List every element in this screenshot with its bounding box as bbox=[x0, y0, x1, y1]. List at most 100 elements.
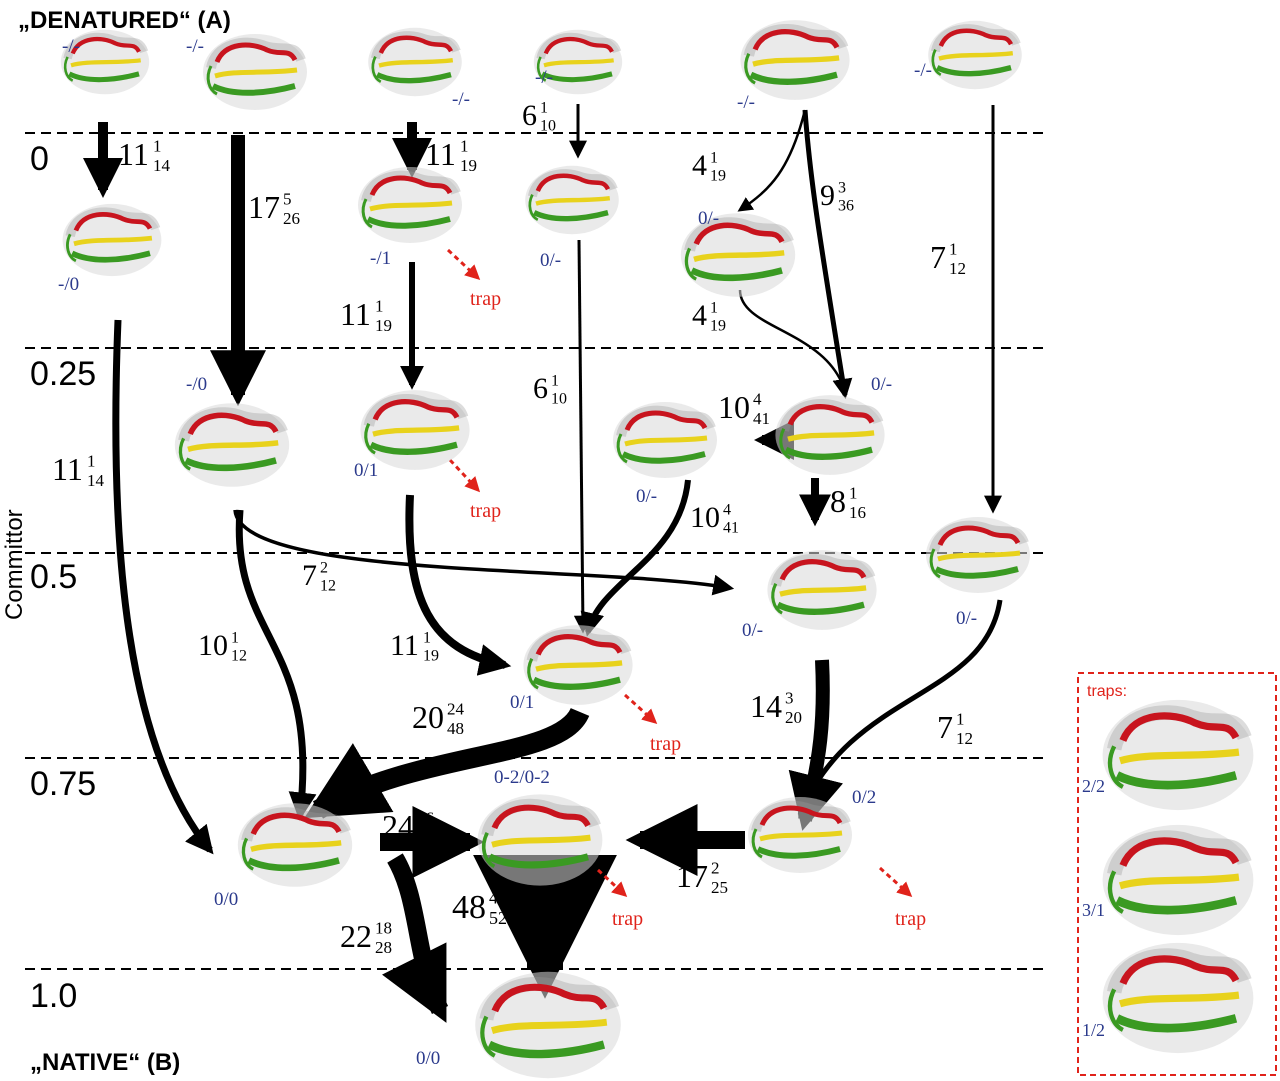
structure-label-s10: 0/- bbox=[698, 208, 719, 229]
structure-s20 bbox=[748, 797, 852, 873]
transition-sup: 24 bbox=[447, 700, 465, 719]
axis-tick-025: 0.25 bbox=[30, 355, 96, 393]
transition-sup: 2 bbox=[711, 859, 720, 878]
transition-sup: 3 bbox=[785, 689, 794, 708]
title-native: „NATIVE“ (B) bbox=[30, 1049, 180, 1076]
structure-s19 bbox=[478, 794, 603, 885]
axis-tick-05: 0.5 bbox=[30, 558, 77, 596]
transition-sup: 18 bbox=[375, 919, 392, 938]
transition-sub: 26 bbox=[283, 209, 300, 228]
structure-label-s4: -/- bbox=[535, 67, 553, 88]
trap-arrow-2 bbox=[448, 458, 481, 493]
transition-sub: 19 bbox=[423, 647, 439, 664]
arrow-s12-s17 bbox=[405, 494, 512, 676]
transition-sub: 14 bbox=[153, 156, 171, 175]
trap-label-1: trap bbox=[470, 288, 501, 310]
structure-label-s2: -/- bbox=[186, 36, 204, 57]
trap-label-5: trap bbox=[895, 908, 926, 930]
transition-sub: 42 bbox=[417, 828, 434, 847]
transition-count: 11 bbox=[390, 629, 419, 662]
trap-labels: trap trap trap trap trap bbox=[470, 288, 926, 930]
transition-count: 6 bbox=[533, 372, 548, 405]
structure-labels: -/- -/- -/- -/- -/- -/- -/0 -/1 0/- 0/- … bbox=[58, 36, 977, 1069]
transition-sub: 48 bbox=[447, 719, 464, 738]
transition-count: 4 bbox=[692, 299, 707, 332]
arrow-s10-s13 bbox=[738, 289, 848, 396]
trap-structure-1 bbox=[1103, 700, 1254, 810]
transition-sub: 25 bbox=[711, 878, 728, 897]
transition-count: 11 bbox=[52, 451, 83, 487]
transition-sup: 42 bbox=[489, 888, 507, 908]
transition-sup: 1 bbox=[849, 484, 858, 503]
transition-count: 48 bbox=[452, 889, 486, 926]
transition-sub: 28 bbox=[375, 938, 392, 957]
transition-count: 17 bbox=[676, 858, 708, 894]
transition-sub: 19 bbox=[710, 167, 726, 184]
trap-arrow-3 bbox=[623, 693, 658, 725]
structure-label-s9: 0/- bbox=[540, 250, 561, 271]
arrow-s7-s18 bbox=[112, 319, 214, 855]
transition-sub: 36 bbox=[838, 197, 854, 214]
trap-label-4: trap bbox=[612, 908, 643, 930]
transition-count: 10 bbox=[198, 629, 228, 662]
transition-count: 11 bbox=[425, 136, 456, 172]
transition-count: 10 bbox=[718, 389, 750, 425]
traps-inset-title: traps: bbox=[1087, 683, 1127, 700]
transition-sub: 14 bbox=[87, 471, 105, 490]
transition-sub: 20 bbox=[785, 708, 802, 727]
transition-sub: 52 bbox=[489, 908, 507, 928]
transition-sup: 1 bbox=[87, 452, 96, 471]
transition-sub: 19 bbox=[710, 317, 726, 334]
transition-sup: 2 bbox=[320, 559, 328, 576]
axis-tick-0: 0 bbox=[30, 140, 49, 178]
structure-s8 bbox=[358, 167, 462, 243]
transition-sub: 41 bbox=[723, 519, 739, 536]
trap-structure-label-2: 3/1 bbox=[1082, 900, 1105, 920]
transition-count: 11 bbox=[118, 136, 149, 172]
transition-sub: 12 bbox=[949, 259, 966, 278]
transition-sup: 16 bbox=[417, 809, 434, 828]
structure-s14 bbox=[613, 402, 717, 478]
committor-gridlines bbox=[25, 132, 1045, 970]
transition-sup: 1 bbox=[710, 299, 718, 316]
transition-sub: 41 bbox=[753, 409, 770, 428]
trap-arrow-4 bbox=[596, 868, 628, 898]
structure-s5 bbox=[740, 20, 849, 100]
axis-tick-075: 0.75 bbox=[30, 765, 96, 803]
arrow-s17-s18 bbox=[304, 707, 590, 819]
structure-s3 bbox=[368, 28, 462, 96]
transition-sup: 1 bbox=[231, 629, 239, 646]
structure-label-s8: -/1 bbox=[370, 248, 391, 269]
transition-sup: 4 bbox=[753, 390, 762, 409]
transition-count: 8 bbox=[830, 483, 846, 519]
transition-count: 7 bbox=[930, 239, 946, 275]
arrow-s18-s21 bbox=[382, 853, 449, 1023]
trap-structure-2 bbox=[1103, 825, 1254, 935]
transition-count: 6 bbox=[522, 99, 537, 132]
trap-arrow-1 bbox=[446, 248, 481, 281]
arrow-s14-s17 bbox=[580, 479, 691, 637]
transition-sub: 10 bbox=[540, 117, 556, 134]
structure-label-s11: -/0 bbox=[186, 374, 207, 395]
trap-structure-label-3: 1/2 bbox=[1082, 1020, 1105, 1040]
transition-sup: 1 bbox=[949, 240, 958, 259]
transition-count: 17 bbox=[248, 189, 280, 225]
arrow-s5-s13 bbox=[802, 109, 853, 399]
transition-sup: 1 bbox=[540, 99, 548, 116]
structure-s6 bbox=[928, 21, 1022, 89]
transition-count: 11 bbox=[340, 296, 371, 332]
